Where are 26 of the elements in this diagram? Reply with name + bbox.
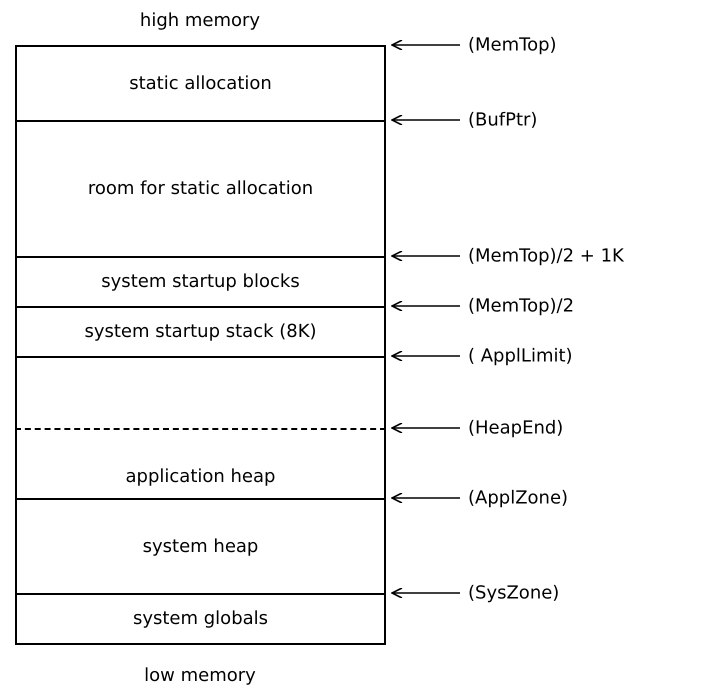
pointer-label: (MemTop)/2	[468, 296, 574, 316]
pointer-label: (MemTop)/2 + 1K	[468, 246, 624, 266]
memory-block: static allocation	[15, 45, 386, 122]
free-memory-block	[15, 356, 386, 430]
arrow	[391, 300, 460, 312]
memory-block: system startup blocks	[15, 256, 386, 308]
arrow	[391, 114, 460, 126]
memory-block: room for static allocation	[15, 120, 386, 258]
pointer-label: (SysZone)	[468, 582, 560, 604]
memory-end-label: low memory	[144, 665, 256, 686]
arrow	[391, 350, 460, 362]
pointer-label: ( ApplLimit)	[468, 346, 573, 366]
arrow	[391, 39, 460, 51]
memory-end-label: high memory	[140, 10, 260, 31]
memory-block: system startup stack (8K)	[15, 306, 386, 358]
pointer-label: (ApplZone)	[468, 488, 568, 508]
memory-block: application heap	[15, 428, 386, 500]
arrow	[391, 587, 460, 599]
arrow	[391, 250, 460, 262]
arrow	[391, 422, 460, 434]
memory-block: system heap	[15, 498, 386, 595]
pointer-label: (BufPtr)	[468, 110, 538, 130]
arrow	[391, 492, 460, 504]
pointer-label: (MemTop)	[468, 34, 557, 56]
pointer-label: (HeapEnd)	[468, 418, 564, 438]
memory-block: system globals	[15, 593, 386, 645]
